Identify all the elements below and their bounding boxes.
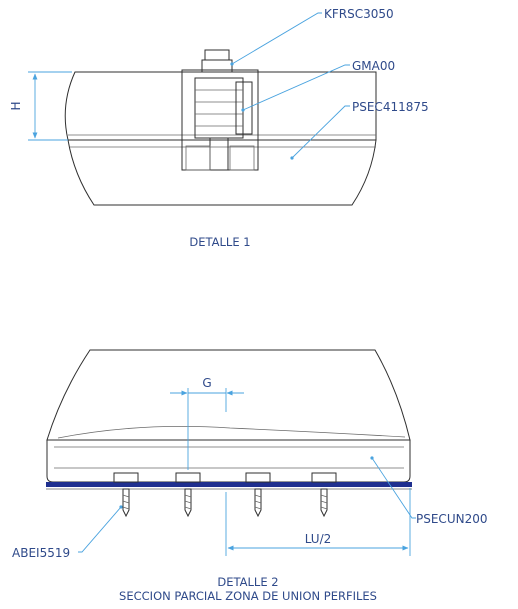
caption-detail-2-subtitle: SECCION PARCIAL ZONA DE UNION PERFILES	[119, 589, 377, 603]
label-psec411875: PSEC411875	[352, 100, 429, 114]
dimension-g-label: G	[202, 376, 211, 390]
leader-psecun	[371, 457, 416, 519]
label-abei5519: ABEI5519	[12, 546, 70, 560]
dimension-lu-label: LU/2	[305, 532, 332, 546]
label-kfrsc3050: KFRSC3050	[324, 7, 394, 21]
lower-profile	[67, 139, 377, 206]
leader-abei	[78, 506, 122, 553]
dimension-lu	[225, 488, 411, 556]
clamp-assembly	[181, 69, 259, 171]
dimension-h-label: H	[9, 101, 23, 110]
screw-1	[113, 472, 139, 518]
leader-kfrsc	[231, 12, 322, 65]
label-psecun200: PSECUN200	[416, 512, 487, 526]
caption-detail-2: DETALLE 2	[217, 575, 278, 589]
leader-psec	[291, 105, 350, 159]
leader-gma	[242, 64, 350, 111]
screw-3	[245, 472, 271, 518]
detail-2: G LU/2 PSECUN200 ABEI5519 DETALLE 2 SECC…	[12, 349, 487, 603]
screw-2	[175, 472, 201, 518]
label-gma00: GMA00	[352, 59, 395, 73]
dimension-h	[28, 71, 72, 141]
gasket-strip	[46, 482, 412, 487]
upper-profile	[64, 71, 377, 141]
detail-1: H KFRSC3050 GMA00 PSEC411875 DETALLE 1	[9, 7, 429, 249]
bolt-head	[201, 49, 233, 73]
dimension-g	[170, 388, 244, 470]
profile-body	[46, 349, 411, 441]
screw-4	[311, 472, 337, 518]
channel	[46, 439, 411, 483]
caption-detail-1: DETALLE 1	[189, 235, 250, 249]
